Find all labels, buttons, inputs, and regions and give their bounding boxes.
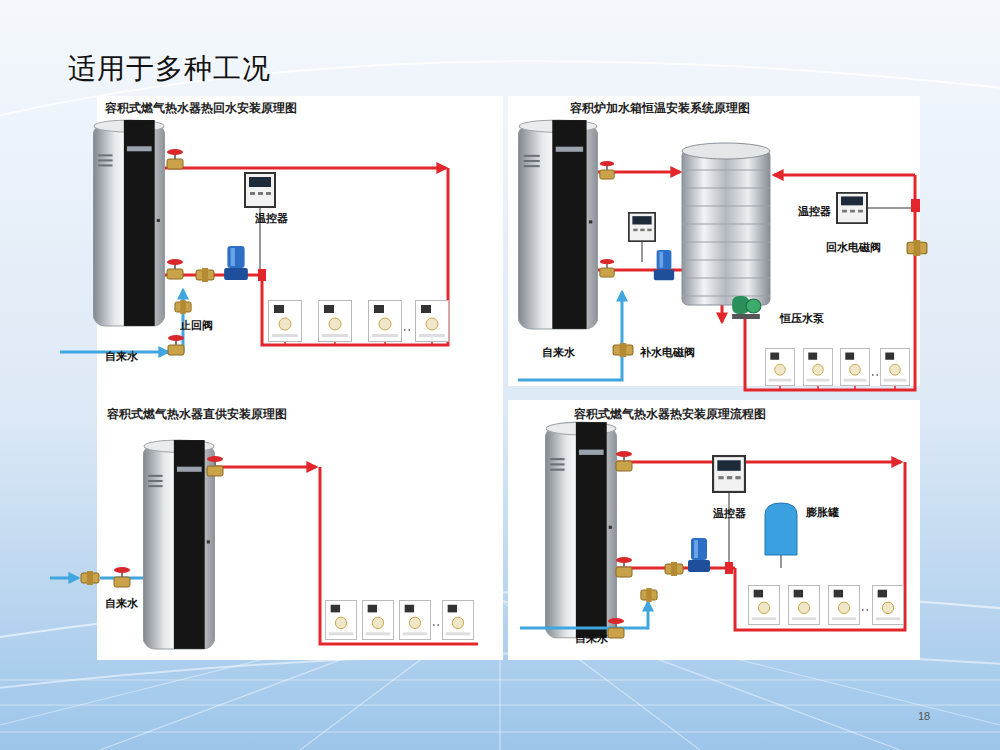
temperature-sensor xyxy=(725,562,733,574)
gate-valve xyxy=(114,567,130,587)
gate-valve xyxy=(167,259,183,279)
thermostat xyxy=(245,173,275,207)
panel-title: 容积式燃气热水器直供安装原理图 xyxy=(107,406,503,423)
hot-water-fixture xyxy=(325,600,356,639)
cold-pipe xyxy=(50,577,78,580)
slide-title: 适用于多种工况 xyxy=(68,50,271,88)
solenoid-valve xyxy=(907,240,927,256)
hot-water-fixture xyxy=(442,600,473,639)
water-heater xyxy=(518,120,598,329)
cold-pipe xyxy=(518,292,622,380)
hot-water-fixture xyxy=(416,301,449,342)
gate-valve xyxy=(616,451,632,471)
gate-valve xyxy=(608,618,624,638)
grid-line xyxy=(0,679,1000,680)
tank-lid xyxy=(682,143,770,159)
thermostat xyxy=(629,213,655,241)
grid-line xyxy=(0,731,1000,732)
tank-outlet-pipe xyxy=(721,305,724,322)
continuation-dots xyxy=(433,624,440,626)
hot-pipe xyxy=(165,167,446,170)
panel-title: 容积式燃气热水器热回水安装原理图 xyxy=(105,100,503,117)
diagram-panel: 容积炉加水箱恒温安装系统原理图 xyxy=(508,96,920,386)
diagram-panel: 容积式燃气热水器热回水安装原理图 xyxy=(97,96,503,400)
return-pipe xyxy=(165,274,262,277)
supply-pipe xyxy=(320,467,478,644)
hot-water-fixture xyxy=(319,301,352,342)
thermostat xyxy=(837,193,867,223)
hot-water-fixture xyxy=(362,600,393,639)
supply-loop-pipe xyxy=(745,175,915,390)
continuation-dots xyxy=(404,329,412,331)
hot-water-fixture xyxy=(399,600,430,639)
fixture-branch xyxy=(285,342,432,345)
hot-water-fixture xyxy=(840,348,869,385)
expansion-line xyxy=(781,555,782,568)
circulation-pump xyxy=(224,246,248,280)
check-valve xyxy=(196,268,214,282)
hot-pipe xyxy=(598,171,680,174)
hot-water-fixture xyxy=(872,585,903,624)
hot-water-fixture xyxy=(880,348,909,385)
water-heater xyxy=(143,440,215,649)
hot-water-fixture xyxy=(269,301,302,342)
cold-pipe xyxy=(520,602,648,628)
continuation-dots xyxy=(862,609,870,611)
gate-valve xyxy=(600,161,614,179)
storage-tank xyxy=(682,150,770,305)
thermostat xyxy=(713,456,745,492)
hot-water-fixture xyxy=(369,301,402,342)
gate-valve xyxy=(616,557,632,577)
pressure-pump xyxy=(732,296,761,319)
control-wire xyxy=(260,208,261,270)
solenoid-valve xyxy=(613,343,633,357)
diagram-panel: 容积式燃气热水器直供安装原理图 xyxy=(97,400,503,660)
gate-valve xyxy=(600,259,614,277)
fixture-branch xyxy=(780,386,895,390)
temperature-sensor xyxy=(258,269,266,281)
hot-water-fixture xyxy=(803,348,832,385)
hot-water-fixture xyxy=(828,585,859,624)
gate-valve xyxy=(207,456,223,476)
cold-pipe xyxy=(182,290,185,352)
check-valve xyxy=(665,562,683,576)
return-pipe xyxy=(735,462,905,630)
tank-ribs xyxy=(682,170,770,296)
control-wire xyxy=(868,208,911,209)
heater-loop-pipe xyxy=(598,269,682,272)
hot-pipe xyxy=(617,461,901,464)
check-valve xyxy=(641,588,657,602)
return-pipe xyxy=(262,168,448,345)
grid-line xyxy=(0,704,1000,705)
return-pipe xyxy=(774,174,915,177)
diagram-panel: 容积式燃气热水器热安装原理流程图 xyxy=(508,400,920,660)
control-wire xyxy=(642,242,643,262)
hot-pipe xyxy=(215,466,316,469)
hot-water-fixture xyxy=(788,585,819,624)
hot-water-fixture xyxy=(765,348,794,385)
water-heater xyxy=(545,422,617,638)
circulation-pump xyxy=(654,250,674,280)
gate-valve xyxy=(168,335,184,355)
page-number: 18 xyxy=(918,710,930,722)
cold-pipe xyxy=(100,577,143,580)
return-pipe xyxy=(617,567,735,570)
control-wire xyxy=(729,493,730,562)
cold-pipe xyxy=(60,351,168,354)
check-valve xyxy=(81,571,99,585)
panel-title: 容积炉加水箱恒温安装系统原理图 xyxy=(570,100,920,117)
continuation-dots xyxy=(872,374,878,376)
expansion-tank xyxy=(765,503,797,555)
water-heater xyxy=(93,120,165,326)
circulation-pump xyxy=(688,538,710,572)
temperature-sensor xyxy=(911,199,920,212)
gate-valve xyxy=(167,149,183,169)
hot-water-fixture xyxy=(748,585,779,624)
panel-title: 容积式燃气热水器热安装原理流程图 xyxy=(574,406,920,423)
check-valve xyxy=(175,300,191,314)
